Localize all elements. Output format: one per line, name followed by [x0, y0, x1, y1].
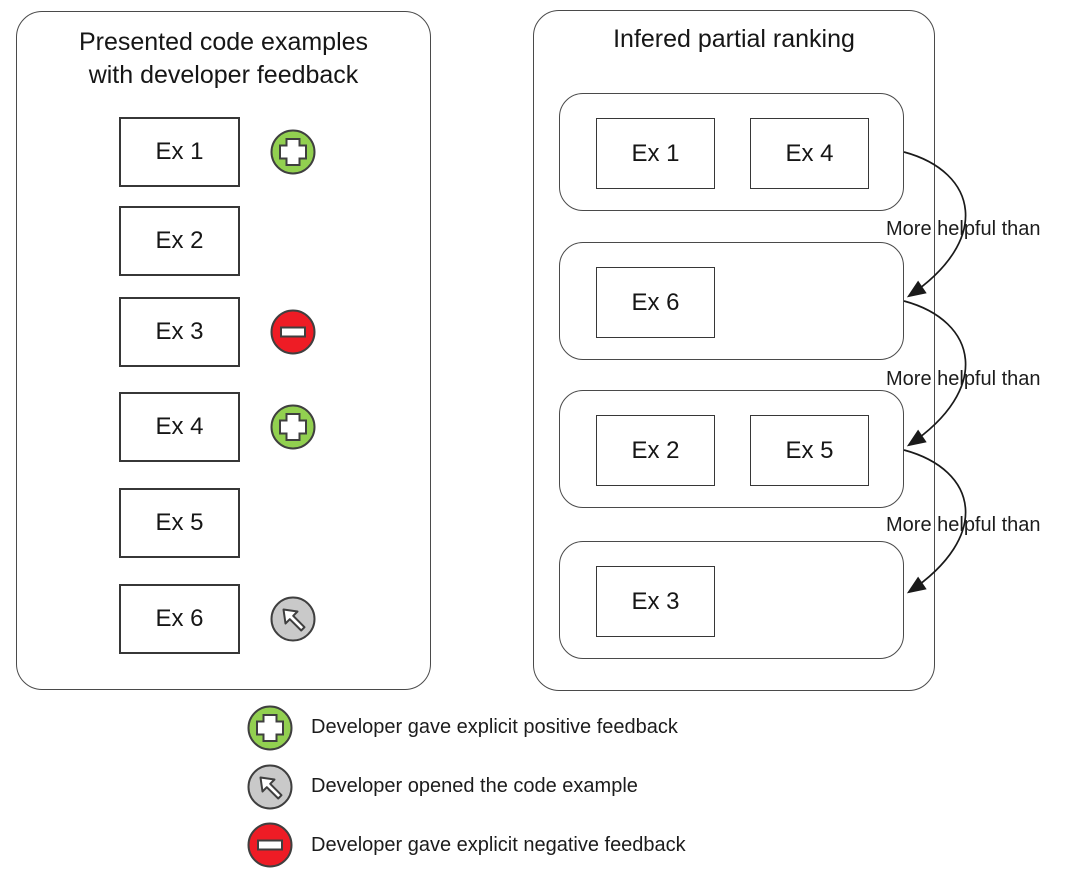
example-box-ex5: Ex 5 — [119, 488, 240, 558]
ranking-box-ex6: Ex 6 — [596, 267, 715, 338]
example-box-ex6: Ex 6 — [119, 584, 240, 654]
example-box-ex3: Ex 3 — [119, 297, 240, 367]
left-panel-title-line1: Presented code examples — [78, 28, 369, 56]
more-helpful-label-1: More helpful than — [886, 218, 1041, 240]
ranking-box-ex1: Ex 1 — [596, 118, 715, 189]
positive-feedback-icon — [247, 705, 293, 751]
ranking-group-1: Ex 1 Ex 4 — [559, 93, 904, 211]
ranking-box-ex2: Ex 2 — [596, 415, 715, 486]
ranking-group-4: Ex 3 — [559, 541, 904, 659]
example-box-ex4: Ex 4 — [119, 392, 240, 462]
more-helpful-label-3: More helpful than — [886, 514, 1041, 536]
positive-feedback-icon — [270, 404, 316, 450]
ranking-group-3: Ex 2 Ex 5 — [559, 390, 904, 508]
opened-example-icon — [270, 596, 316, 642]
right-panel-title: Infered partial ranking — [613, 25, 855, 53]
example-box-ex2: Ex 2 — [119, 206, 240, 276]
legend-opened-text: Developer opened the code example — [311, 775, 638, 797]
left-panel-title-line2: with developer feedback — [88, 61, 359, 89]
ranking-box-ex3: Ex 3 — [596, 566, 715, 637]
legend-positive-text: Developer gave explicit positive feedbac… — [311, 716, 678, 738]
negative-feedback-icon — [247, 822, 293, 868]
opened-example-icon — [247, 764, 293, 810]
negative-feedback-icon — [270, 309, 316, 355]
legend-negative-text: Developer gave explicit negative feedbac… — [311, 834, 686, 856]
example-box-ex1: Ex 1 — [119, 117, 240, 187]
more-helpful-label-2: More helpful than — [886, 368, 1041, 390]
ranking-box-ex5: Ex 5 — [750, 415, 869, 486]
ranking-box-ex4: Ex 4 — [750, 118, 869, 189]
ranking-group-2: Ex 6 — [559, 242, 904, 360]
positive-feedback-icon — [270, 129, 316, 175]
left-panel-title: Presented code examples with developer f… — [17, 26, 430, 92]
